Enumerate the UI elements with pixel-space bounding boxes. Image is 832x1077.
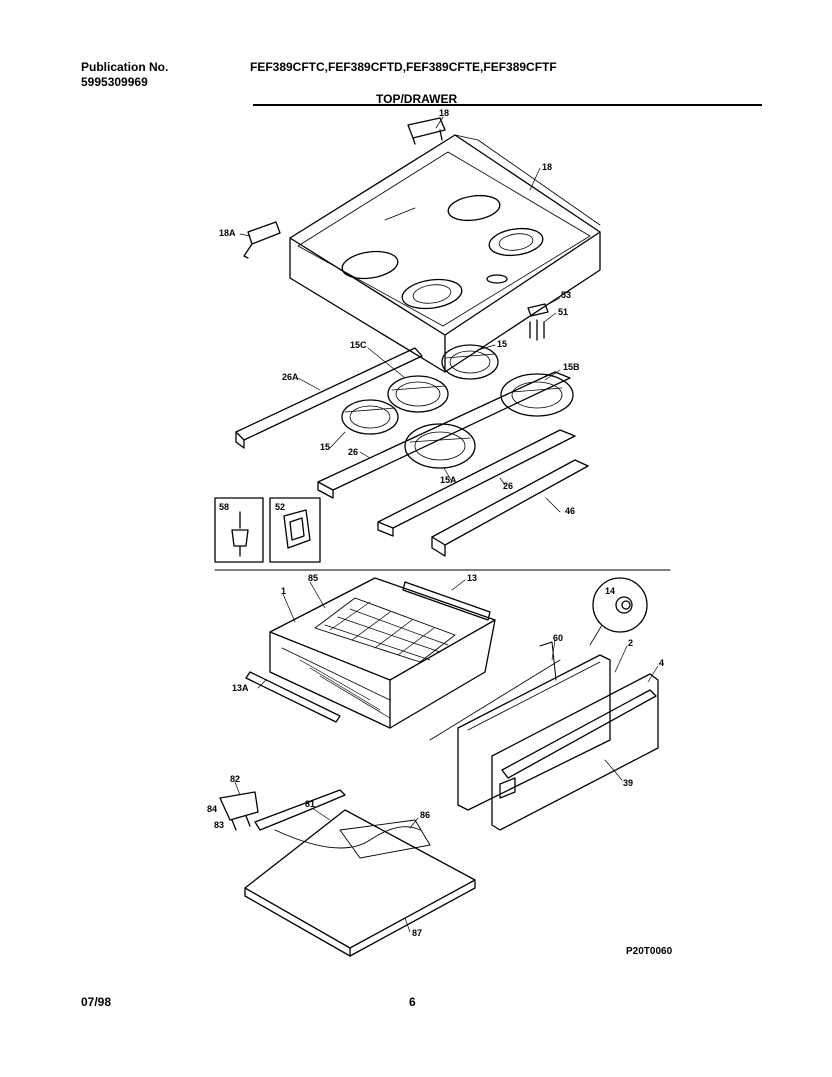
callout-15-left: 15 bbox=[320, 442, 330, 452]
callout-82: 82 bbox=[230, 774, 240, 784]
callout-86: 86 bbox=[420, 810, 430, 820]
callout-84: 84 bbox=[207, 804, 217, 814]
callout-13: 13 bbox=[467, 573, 477, 583]
callout-53: 53 bbox=[561, 290, 571, 300]
publication-label: Publication No. bbox=[81, 60, 169, 74]
knob-inset-14 bbox=[589, 577, 648, 646]
screw-53-51 bbox=[527, 303, 549, 341]
callout-46: 46 bbox=[565, 506, 575, 516]
callout-60: 60 bbox=[553, 633, 563, 643]
header-rule bbox=[253, 104, 762, 106]
drawer-bottom-assembly bbox=[219, 789, 476, 957]
callout-26-right: 26 bbox=[503, 481, 513, 491]
callout-1: 1 bbox=[281, 586, 286, 596]
callout-85: 85 bbox=[308, 573, 318, 583]
callout-13a: 13A bbox=[232, 683, 249, 693]
support-rails bbox=[235, 347, 589, 557]
cooktop-bracket-18a bbox=[243, 117, 446, 259]
cooktop-top-panel bbox=[289, 134, 601, 373]
callout-52: 52 bbox=[275, 502, 285, 512]
callout-18: 18 bbox=[542, 162, 552, 172]
callout-26-left: 26 bbox=[348, 447, 358, 457]
callout-labels: 18 18 18A 53 51 15C 15 15B 26A 15 26 15A… bbox=[207, 108, 664, 938]
part-inset-58 bbox=[214, 497, 264, 563]
callout-2: 2 bbox=[628, 638, 633, 648]
callout-leaders bbox=[234, 116, 659, 933]
callout-4: 4 bbox=[659, 658, 664, 668]
callout-18a: 18A bbox=[219, 228, 236, 238]
section-title: TOP/DRAWER bbox=[376, 92, 458, 106]
callout-58: 58 bbox=[219, 502, 229, 512]
callout-83: 83 bbox=[214, 820, 224, 830]
callout-15c: 15C bbox=[350, 340, 367, 350]
callout-87: 87 bbox=[412, 928, 422, 938]
publication-number: 5995309969 bbox=[81, 75, 148, 89]
callout-18a-top: 18 bbox=[439, 108, 449, 118]
callout-26a: 26A bbox=[282, 372, 299, 382]
callout-14: 14 bbox=[605, 586, 615, 596]
part-inset-52 bbox=[269, 497, 321, 563]
model-numbers: FEF389CFTC,FEF389CFTD,FEF389CFTE,FEF389C… bbox=[250, 60, 557, 74]
drawer-front-panel bbox=[429, 641, 659, 831]
footer-page-number: 6 bbox=[409, 995, 416, 1009]
callout-81: 81 bbox=[305, 799, 315, 809]
surface-elements bbox=[341, 344, 574, 469]
footer-date: 07/98 bbox=[81, 995, 112, 1009]
callout-15a: 15A bbox=[440, 475, 457, 485]
callout-15b: 15B bbox=[563, 362, 580, 372]
drawing-code: P20T0060 bbox=[626, 946, 673, 957]
callout-51: 51 bbox=[558, 307, 568, 317]
broiler-drawer bbox=[245, 577, 496, 729]
callout-15-top: 15 bbox=[497, 339, 507, 349]
callout-39: 39 bbox=[623, 778, 633, 788]
